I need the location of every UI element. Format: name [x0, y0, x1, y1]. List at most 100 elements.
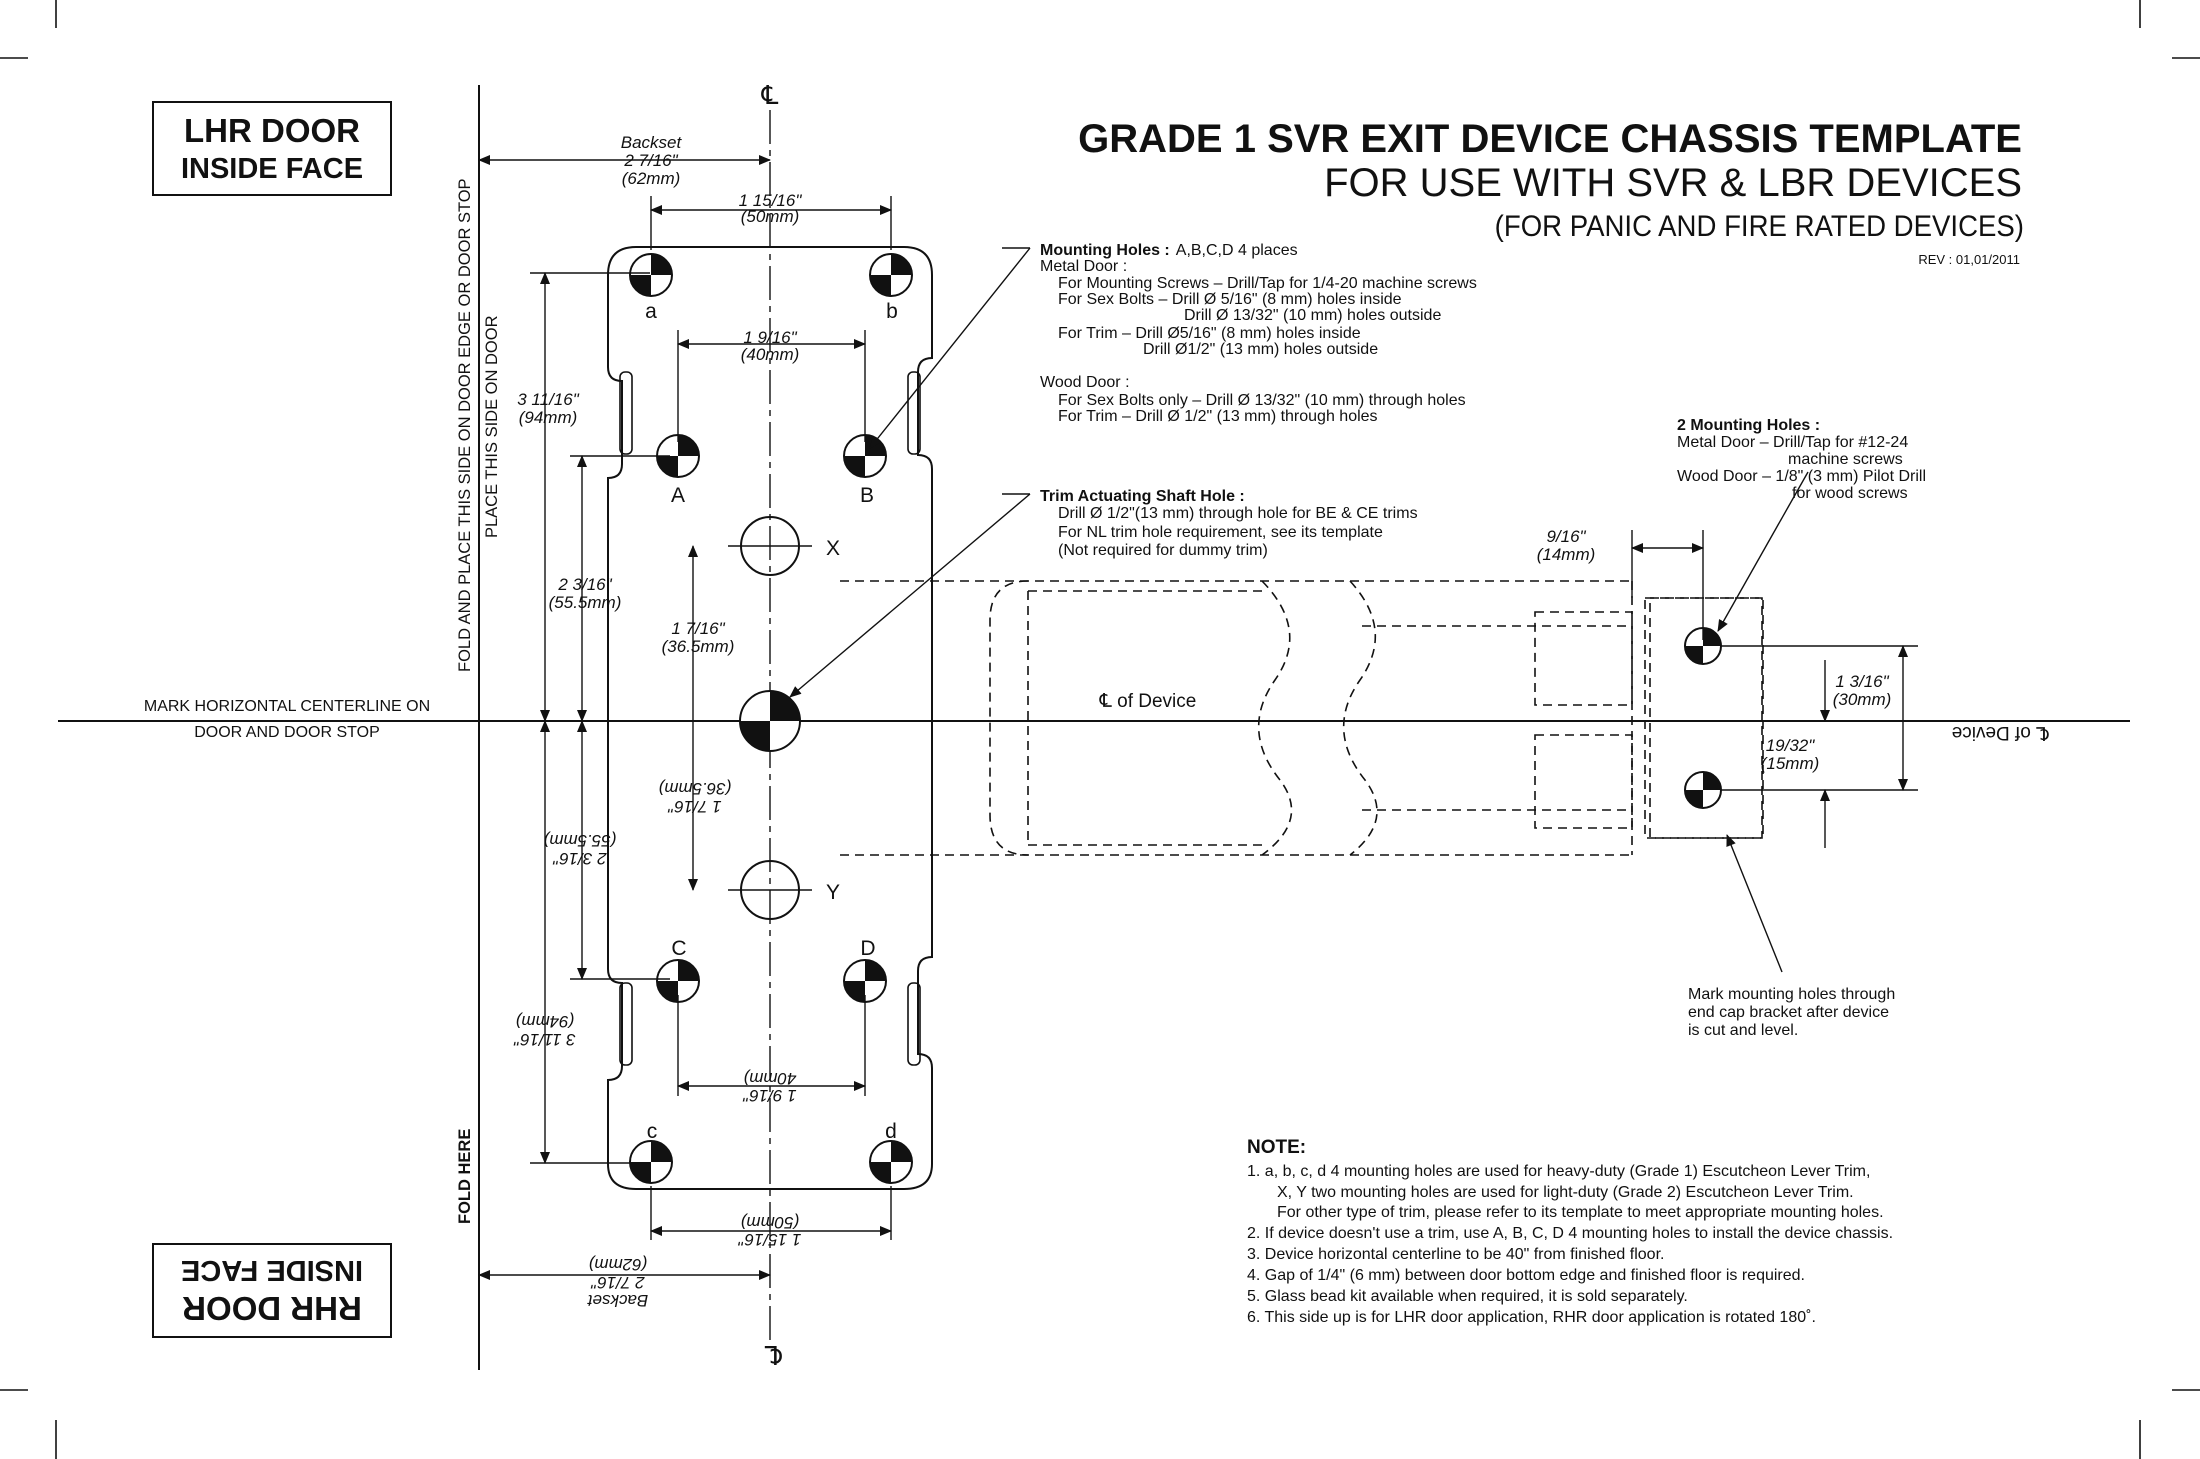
- svg-text:40mm): 40mm): [744, 1069, 797, 1088]
- svg-text:Drill Ø 13/32" (10 mm) holes: Drill Ø 13/32" (10 mm) holes outside: [1184, 307, 1441, 324]
- svg-text:end cap bracket after device: end cap bracket after device: [1688, 1004, 1889, 1021]
- svg-text:4. Gap of 1/4" (6 mm) between: 4. Gap of 1/4" (6 mm) between door botto…: [1247, 1267, 1805, 1284]
- lhr-door-box: LHR DOOR INSIDE FACE: [152, 101, 392, 196]
- svg-text:3. Device horizontal centerli: 3. Device horizontal centerline to be 40…: [1247, 1246, 1664, 1263]
- place-door-text: PLACE THIS SIDE ON DOOR: [483, 315, 501, 538]
- svg-text:Wood Door – 1/8" (3 mm) Pilot: Wood Door – 1/8" (3 mm) Pilot Drill: [1677, 468, 1926, 485]
- svg-text:For Sex Bolts only – Drill Ø 1: For Sex Bolts only – Drill Ø 13/32" (10 …: [1058, 392, 1466, 409]
- svg-text:For Mounting Screws – Drill/Ta: For Mounting Screws – Drill/Tap for 1/4-…: [1058, 275, 1477, 292]
- svg-text:1 7/16": 1 7/16": [671, 619, 725, 638]
- svg-text:2. If device doesn't use a tr: 2. If device doesn't use a trim, use A, …: [1247, 1225, 1893, 1242]
- svg-text:For NL trim hole requirement,: For NL trim hole requirement, see its te…: [1058, 524, 1383, 541]
- svg-text:X, Y two mounting holes are us: X, Y two mounting holes are used for lig…: [1277, 1184, 1854, 1201]
- svg-text:1 3/16": 1 3/16": [1835, 672, 1889, 691]
- svg-text:1 9/16": 1 9/16": [743, 328, 797, 347]
- svg-text:for wood screws: for wood screws: [1792, 485, 1908, 502]
- page-title: GRADE 1 SVR EXIT DEVICE CHASSIS TEMPLATE: [1078, 117, 2022, 161]
- dimension-c-d-width: 1 15/16" (50mm): [650, 1186, 892, 1249]
- centerline-symbol-bottom: ℄: [764, 1340, 782, 1370]
- mark-mounting-note: Mark mounting holes through end cap brac…: [1688, 986, 1895, 1039]
- svg-text:(94mm): (94mm): [516, 1012, 575, 1031]
- label-Y: Y: [826, 881, 840, 904]
- svg-text:Mark mounting holes through: Mark mounting holes through: [1688, 986, 1895, 1003]
- svg-text:NOTE:: NOTE:: [1247, 1137, 1306, 1158]
- lhr-inside-face-label: INSIDE FACE: [181, 153, 363, 185]
- svg-text:(36.5mm): (36.5mm): [662, 637, 735, 656]
- chassis-slots: [619, 371, 921, 1066]
- svg-text:(55.5mm): (55.5mm): [544, 831, 617, 850]
- svg-text:machine screws: machine screws: [1788, 451, 1903, 468]
- mounting-holes-group: [629, 253, 1722, 1184]
- hole-c: [629, 1140, 673, 1184]
- svg-text:2 Mounting Holes :: 2 Mounting Holes :: [1677, 417, 1820, 434]
- svg-text:(50mm): (50mm): [741, 207, 800, 226]
- svg-text:(36.5mm): (36.5mm): [659, 779, 732, 798]
- svg-text:For Trim – Drill Ø5/16" (8 mm): For Trim – Drill Ø5/16" (8 mm) holes ins…: [1058, 325, 1361, 342]
- svg-text:is cut and level.: is cut and level.: [1688, 1022, 1798, 1039]
- dimension-vertical-left: 3 11/16" (94mm) 3 11/16" (94mm) 2 3/16" …: [513, 272, 735, 1164]
- svg-text:Mounting Holes :A,B,C,D 4 plac: Mounting Holes :A,B,C,D 4 places: [1040, 242, 1298, 259]
- leader-lines: [789, 247, 1809, 973]
- hole-endcap-bottom: [1684, 771, 1722, 809]
- svg-text:Backset: Backset: [586, 1291, 648, 1310]
- rhr-door-label: RHR DOOR: [182, 1290, 362, 1327]
- svg-text:3 11/16": 3 11/16": [513, 1030, 575, 1049]
- svg-text:Trim Actuating Shaft Hole :: Trim Actuating Shaft Hole :: [1040, 488, 1245, 505]
- svg-text:(15mm): (15mm): [1761, 754, 1820, 773]
- lhr-door-label: LHR DOOR: [184, 112, 360, 149]
- notes-section: NOTE: 1. a, b, c, d 4 mounting holes are…: [1247, 1137, 1893, 1326]
- centerline-text-2: DOOR AND DOOR STOP: [194, 724, 380, 741]
- centerline-symbol-top: ℄: [761, 80, 779, 110]
- label-c: c: [647, 1120, 658, 1143]
- svg-text:2 7/16": 2 7/16": [623, 151, 678, 170]
- label-a: a: [645, 300, 657, 323]
- svg-text:Backset: Backset: [621, 133, 683, 152]
- dimension-endcap: 9/16" (14mm) 1 3/16" (30mm) 19/32" (15mm…: [1537, 527, 1918, 848]
- hole-d: [869, 1140, 913, 1184]
- label-X: X: [826, 537, 840, 560]
- svg-text:(40mm): (40mm): [741, 345, 800, 364]
- dimension-a-b-width: 1 15/16" (50mm): [650, 191, 892, 250]
- svg-text:(Not required for dummy trim): (Not required for dummy trim): [1058, 542, 1268, 559]
- dimension-A-B-width: 1 9/16" (40mm): [677, 328, 866, 442]
- svg-text:(14mm): (14mm): [1537, 545, 1596, 564]
- svg-text:1 15/16": 1 15/16": [738, 1230, 802, 1249]
- svg-text:Drill Ø 1/2"(13 mm) through h: Drill Ø 1/2"(13 mm) through hole for BE …: [1058, 505, 1418, 522]
- svg-text:3 11/16": 3 11/16": [517, 390, 579, 409]
- svg-text:1 7/16": 1 7/16": [667, 797, 721, 816]
- svg-text:1 15/16": 1 15/16": [739, 191, 803, 210]
- fold-place-text: FOLD AND PLACE THIS SIDE ON DOOR EDGE OR…: [456, 178, 474, 672]
- svg-text:9/16": 9/16": [1546, 527, 1586, 546]
- svg-text:(94mm): (94mm): [519, 408, 578, 427]
- svg-text:1 9/16": 1 9/16": [742, 1086, 796, 1105]
- mounting-holes-note: Mounting Holes :A,B,C,D 4 places Metal D…: [1040, 242, 1477, 425]
- hole-b: [869, 253, 913, 297]
- svg-text:2 3/16": 2 3/16": [557, 575, 612, 594]
- svg-text:Drill Ø1/2" (13 mm) holes outs: Drill Ø1/2" (13 mm) holes outside: [1143, 341, 1378, 358]
- svg-text:19/32": 19/32": [1766, 736, 1816, 755]
- label-b: b: [886, 300, 898, 323]
- svg-text:2 3/16": 2 3/16": [552, 849, 607, 868]
- label-C: C: [671, 937, 686, 960]
- trim-shaft-note: Trim Actuating Shaft Hole : Drill Ø 1/2"…: [1040, 488, 1418, 559]
- dimension-C-D-width: 1 9/16" 40mm): [677, 995, 866, 1105]
- page-subtitle-2: (FOR PANIC AND FIRE RATED DEVICES): [1495, 210, 2024, 243]
- rhr-inside-face-label: INSIDE FACE: [181, 1254, 363, 1286]
- centerline-of-device-right: ℄ of Device: [1952, 722, 2050, 743]
- svg-text:For Trim – Drill Ø 1/2" (13 mm: For Trim – Drill Ø 1/2" (13 mm) through …: [1058, 408, 1378, 425]
- svg-text:Metal Door – Drill/Tap for #1: Metal Door – Drill/Tap for #12-24: [1677, 434, 1908, 451]
- dimension-backset-bottom: Backset 2 7/16" (62mm): [478, 1255, 771, 1310]
- rhr-door-box: RHR DOOR INSIDE FACE: [152, 1243, 392, 1338]
- device-outline: [840, 580, 1764, 856]
- centerline-text-1: MARK HORIZONTAL CENTERLINE ON: [144, 698, 430, 715]
- fold-here-text: FOLD HERE: [456, 1129, 474, 1224]
- svg-text:(62mm): (62mm): [589, 1255, 648, 1274]
- svg-text:5. Glass bead kit available w: 5. Glass bead kit available when require…: [1247, 1288, 1688, 1305]
- label-A: A: [671, 484, 685, 507]
- svg-text:Metal Door :: Metal Door :: [1040, 258, 1127, 275]
- svg-text:For other type of trim, please: For other type of trim, please refer to …: [1277, 1204, 1884, 1221]
- page-subtitle: FOR USE WITH SVR & LBR DEVICES: [1324, 161, 2022, 205]
- hole-a: [629, 253, 673, 297]
